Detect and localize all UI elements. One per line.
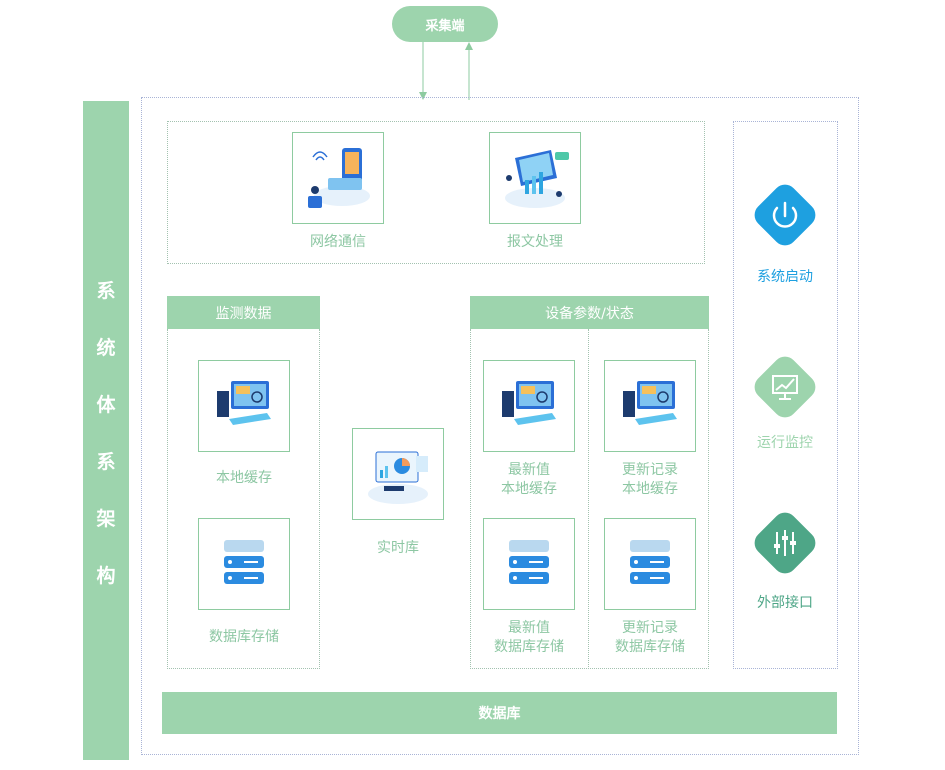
label-line: 最新值 (508, 462, 550, 478)
system-start-button[interactable] (749, 179, 821, 251)
network-communication-label: 网络通信 (310, 234, 366, 250)
label-line: 本地缓存 (622, 481, 678, 497)
server-icon (224, 540, 264, 584)
label-line: 本地缓存 (501, 481, 557, 497)
system-architecture-title: 系 统 体 系 架 构 (83, 101, 129, 760)
server-icon (630, 540, 670, 584)
system-start-label: 系统启动 (757, 269, 813, 285)
computer-icon (217, 381, 271, 425)
latest-local-cache-label: 最新值 本地缓存 (474, 461, 584, 499)
database-bar: 数据库 (162, 692, 837, 734)
analytics-dashboard-icon (368, 451, 428, 504)
collector-node: 采集端 (392, 6, 498, 42)
title-char: 构 (96, 565, 116, 587)
computer-icon (502, 381, 556, 425)
connection-arrows (419, 42, 473, 100)
title-char: 架 (96, 508, 116, 530)
runtime-monitor-button[interactable] (749, 351, 821, 423)
label-line: 数据库存储 (494, 639, 564, 655)
update-local-cache-card (604, 360, 696, 452)
monitoring-data-header: 监测数据 (167, 296, 320, 329)
communication-section (167, 121, 705, 264)
device-params-group (470, 329, 709, 669)
label-line: 最新值 (508, 620, 550, 636)
message-processing-card (489, 132, 581, 224)
runtime-monitor-label: 运行监控 (757, 435, 813, 451)
control-panel (733, 121, 838, 669)
update-local-cache-label: 更新记录 本地缓存 (595, 461, 705, 499)
label-line: 更新记录 (622, 462, 678, 478)
latest-local-cache-card (483, 360, 575, 452)
message-processing-label: 报文处理 (507, 234, 563, 250)
network-communication-card (292, 132, 384, 224)
monitor-chart-icon (772, 375, 798, 400)
server-icon (509, 540, 549, 584)
device-params-header: 设备参数/状态 (470, 296, 709, 329)
external-interface-label: 外部接口 (757, 595, 813, 611)
latest-db-storage-card (483, 518, 575, 610)
update-db-storage-label: 更新记录 数据库存储 (595, 619, 705, 657)
title-char: 统 (96, 337, 116, 359)
latest-db-storage-label: 最新值 数据库存储 (474, 619, 584, 657)
realtime-db-card (352, 428, 444, 520)
database-storage-label: 数据库存储 (209, 629, 279, 645)
local-cache-label: 本地缓存 (216, 470, 272, 486)
device-group-divider (588, 329, 589, 669)
monitoring-data-group (167, 329, 320, 669)
update-db-storage-card (604, 518, 696, 610)
external-interface-button[interactable] (749, 507, 821, 579)
title-char: 体 (96, 394, 116, 416)
title-char: 系 (96, 280, 116, 302)
label-line: 更新记录 (622, 620, 678, 636)
computer-icon (623, 381, 677, 425)
power-icon (772, 201, 798, 228)
message-processing-icon (505, 150, 569, 208)
database-storage-card (198, 518, 290, 610)
local-cache-card (198, 360, 290, 452)
network-communication-icon (308, 148, 370, 208)
title-char: 系 (96, 451, 116, 473)
label-line: 数据库存储 (615, 639, 685, 655)
sliders-icon (774, 530, 796, 556)
realtime-db-label: 实时库 (377, 540, 419, 556)
architecture-container (141, 97, 859, 755)
